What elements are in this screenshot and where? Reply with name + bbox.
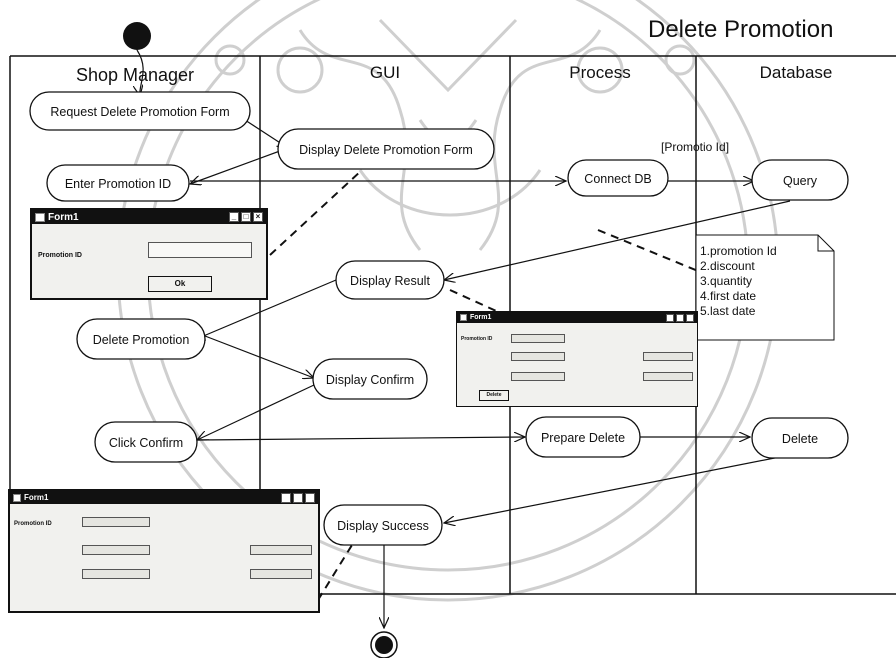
transition-arrows xyxy=(137,49,796,628)
final-node xyxy=(370,631,398,658)
form-window-success: Form1 Promotion ID xyxy=(8,489,320,613)
activity-label: Delete xyxy=(782,432,818,446)
last-date-field[interactable] xyxy=(250,569,312,579)
activity-display-delete-form: Display Delete Promotion Form xyxy=(277,128,495,170)
diagram-title: Delete Promotion xyxy=(648,16,833,43)
window-title: Form1 xyxy=(48,211,79,223)
minimize-icon[interactable] xyxy=(666,313,674,322)
last-date-field[interactable] xyxy=(643,372,693,381)
note-line: 1.promotion Id xyxy=(700,244,777,258)
activity-label: Connect DB xyxy=(584,172,651,186)
activity-label: Delete Promotion xyxy=(93,333,190,347)
discount-field[interactable] xyxy=(511,352,565,361)
field-label: Promotion ID xyxy=(38,252,82,259)
note-line: 3.quantity xyxy=(700,274,752,288)
promotion-id-field[interactable] xyxy=(82,517,150,527)
window-titlebar: Form1 xyxy=(10,491,318,504)
app-icon xyxy=(35,212,45,222)
window-title: Form1 xyxy=(24,493,49,502)
first-date-field[interactable] xyxy=(82,569,150,579)
attribute-note: 1.promotion Id 2.discount 3.quantity 4.f… xyxy=(695,234,835,341)
field-label: Promotion ID xyxy=(461,336,493,342)
activity-label: Display Confirm xyxy=(326,373,414,387)
window-controls xyxy=(666,313,694,322)
activity-request-delete-form: Request Delete Promotion Form xyxy=(29,91,251,131)
promotion-id-field[interactable] xyxy=(511,334,565,343)
maximize-icon[interactable] xyxy=(293,492,303,503)
lane-header-database: Database xyxy=(760,63,833,82)
dashed-connectors xyxy=(269,169,721,601)
delete-button[interactable]: Delete xyxy=(479,390,509,401)
close-icon[interactable] xyxy=(686,313,694,322)
promotion-id-input[interactable] xyxy=(148,242,252,258)
close-icon[interactable] xyxy=(305,492,315,503)
form-window-input: Form1 _ □ × Promotion ID Ok xyxy=(30,208,268,300)
activity-label: Display Delete Promotion Form xyxy=(299,143,473,157)
activity-label: Display Result xyxy=(350,274,430,288)
first-date-field[interactable] xyxy=(511,372,565,381)
activity-delete-promotion: Delete Promotion xyxy=(76,318,206,360)
activity-delete: Delete xyxy=(751,417,849,459)
form-window-result: Form1 Promotion ID Delete xyxy=(456,311,698,407)
guard-label: [Promotio Id] xyxy=(661,140,729,154)
lane-header-process: Process xyxy=(569,63,630,82)
initial-node xyxy=(123,22,151,50)
activity-display-result: Display Result xyxy=(335,260,445,300)
lane-header-shop-manager: Shop Manager xyxy=(76,65,194,85)
activity-label: Enter Promotion ID xyxy=(65,177,171,191)
field-label: Promotion ID xyxy=(14,521,52,527)
activity-display-confirm: Display Confirm xyxy=(312,358,428,400)
window-controls xyxy=(281,492,315,503)
quantity-field[interactable] xyxy=(250,545,312,555)
note-line: 5.last date xyxy=(700,304,756,318)
activity-connect-db: Connect DB xyxy=(567,159,669,197)
minimize-icon[interactable] xyxy=(281,492,291,503)
app-icon xyxy=(460,314,467,321)
quantity-field[interactable] xyxy=(643,352,693,361)
activity-label: Request Delete Promotion Form xyxy=(50,105,229,119)
close-icon[interactable]: × xyxy=(253,212,263,222)
activity-label: Query xyxy=(783,174,818,188)
discount-field[interactable] xyxy=(82,545,150,555)
note-line: 4.first date xyxy=(700,289,756,303)
minimize-icon[interactable]: _ xyxy=(229,212,239,222)
activity-label: Prepare Delete xyxy=(541,431,625,445)
lane-header-gui: GUI xyxy=(370,63,400,82)
app-icon xyxy=(13,493,21,502)
window-titlebar: Form1 xyxy=(457,312,697,323)
activity-prepare-delete: Prepare Delete xyxy=(525,416,641,458)
activity-enter-promotion-id: Enter Promotion ID xyxy=(46,164,190,202)
maximize-icon[interactable] xyxy=(676,313,684,322)
maximize-icon[interactable]: □ xyxy=(241,212,251,222)
activity-click-confirm: Click Confirm xyxy=(94,421,198,463)
activity-query: Query xyxy=(751,159,849,201)
window-controls: _ □ × xyxy=(229,212,263,222)
ok-button[interactable]: Ok xyxy=(148,276,212,292)
activity-label: Display Success xyxy=(337,519,429,533)
note-line: 2.discount xyxy=(700,259,755,273)
activity-display-success: Display Success xyxy=(323,504,443,546)
window-titlebar: Form1 _ □ × xyxy=(32,210,266,224)
window-title: Form1 xyxy=(470,314,492,321)
activity-label: Click Confirm xyxy=(109,436,183,450)
